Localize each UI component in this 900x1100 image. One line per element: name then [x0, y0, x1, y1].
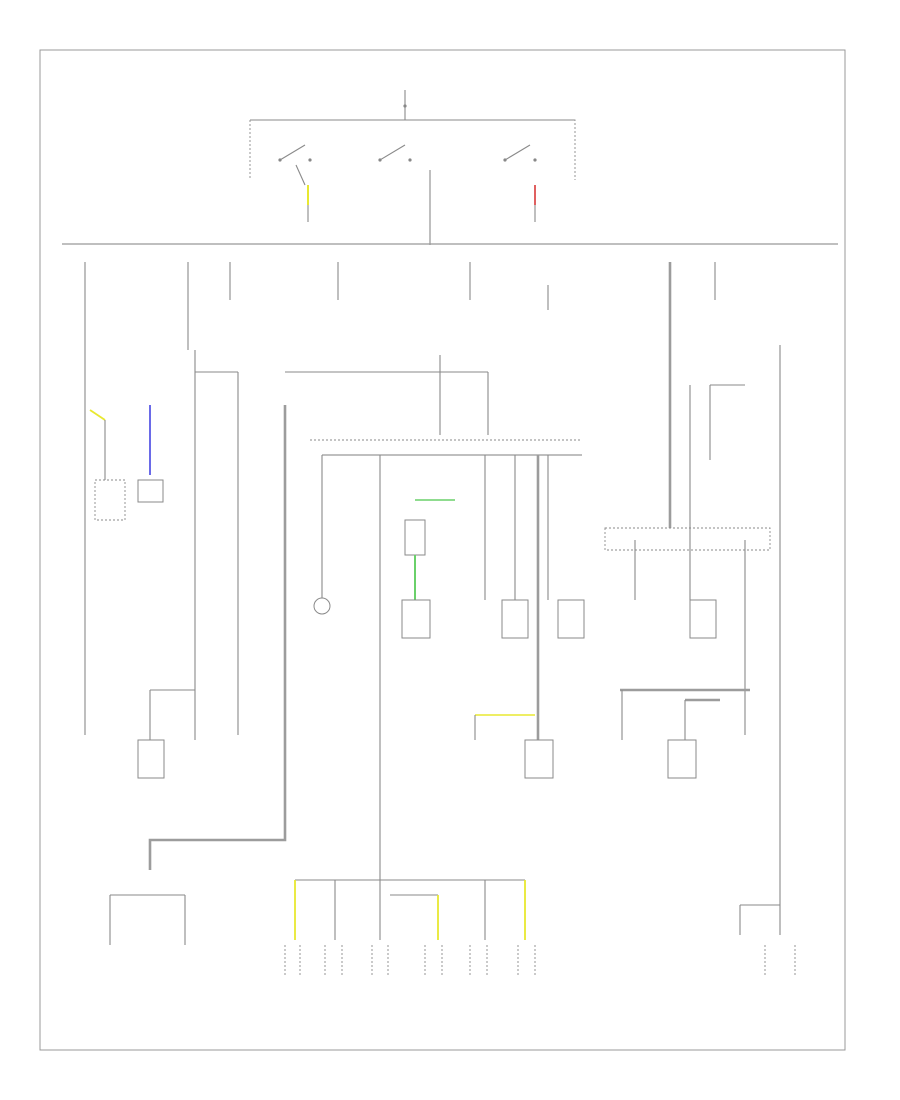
- ignition-switch-group: [249, 90, 576, 245]
- center-section: [285, 355, 585, 880]
- bottom-center-fanout: [284, 879, 536, 975]
- component-box-right-1: [689, 599, 717, 639]
- component-box-left-lower: [137, 739, 165, 779]
- component-box-center-lower: [524, 739, 554, 779]
- switch-contact-1: [278, 144, 312, 186]
- diagram-frame: [39, 49, 846, 1051]
- relay-box-center: [404, 519, 426, 556]
- switch-contact-2: [378, 144, 431, 245]
- left-lower-components: [109, 405, 287, 945]
- component-box-left: [137, 479, 164, 503]
- component-box-center-1: [401, 599, 431, 639]
- switch-contact-3: [503, 144, 537, 162]
- lamp-symbol: [313, 597, 331, 615]
- component-box-center-3: [557, 599, 585, 639]
- right-section: [604, 262, 796, 975]
- left-branches: [84, 262, 549, 735]
- component-box-center-2: [501, 599, 529, 639]
- component-box-right-2: [667, 739, 697, 779]
- yellow-wire-left: [89, 409, 106, 421]
